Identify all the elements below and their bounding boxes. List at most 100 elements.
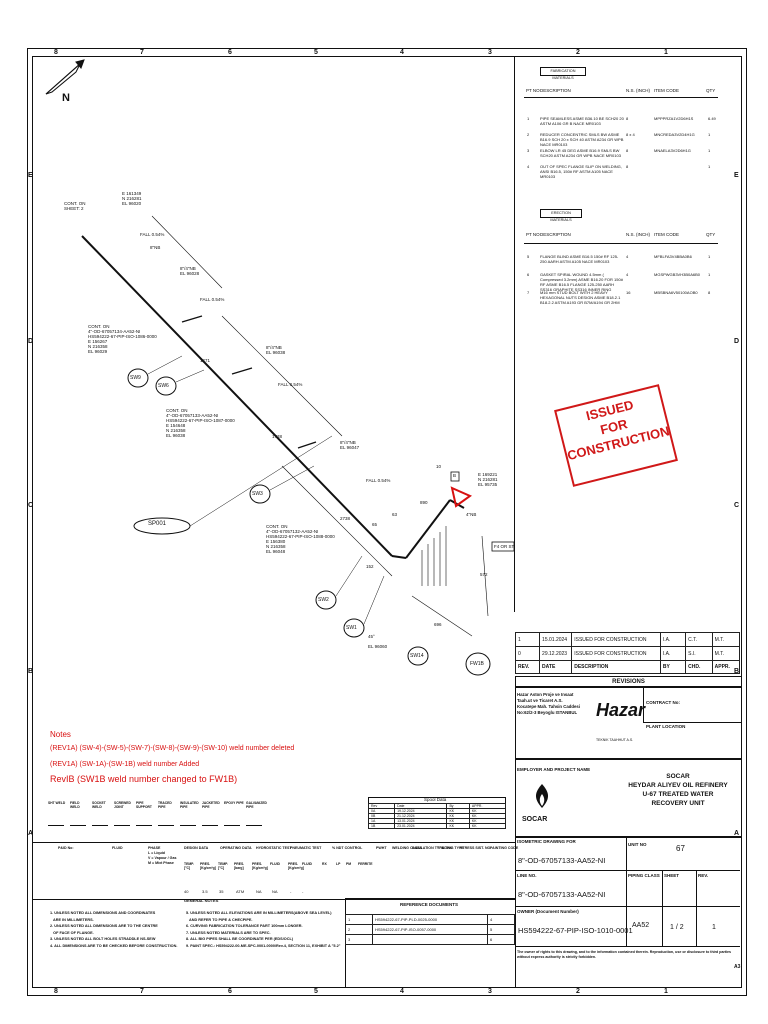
legend-symbol xyxy=(158,825,174,826)
weld-label: SW9 xyxy=(130,375,141,381)
material-cell: PIPE SEAMLESS ASME B36.10 BE SCH20 20 AS… xyxy=(540,116,624,126)
ruler-mark: C xyxy=(28,502,34,509)
process-subheader: FERRITE xyxy=(358,862,373,866)
coord-2: E 169221 N 216281 EL 95735 xyxy=(478,472,498,487)
ns-4: 8"/4"NB EL 96047 xyxy=(340,440,360,450)
legend-label: JACKETED PIPE xyxy=(202,801,220,809)
material-cell: 1 xyxy=(527,116,530,121)
elevation: EL 96060 xyxy=(368,644,388,649)
spool-cell: KK xyxy=(468,823,507,829)
process-subheader: PRES. [barg] xyxy=(234,862,245,870)
dimension: 890 xyxy=(420,500,428,505)
spool-cell: 23.01.2024 xyxy=(394,823,448,829)
spool-title: Spool Data xyxy=(424,797,447,802)
legend-label: INSULATED PIPE xyxy=(180,801,199,809)
ruler-mark: 4 xyxy=(400,49,404,56)
ruler-mark: 2 xyxy=(576,988,580,995)
revision-cell: I.A. xyxy=(659,632,687,647)
process-header: FLUID xyxy=(112,846,123,850)
reference-cell: 2 xyxy=(345,924,373,935)
ruler-mark: 8 xyxy=(54,49,58,56)
process-header: PHASE L = Liquid V = Vapour / Gas M = Mi… xyxy=(148,846,177,865)
material-cell: 4 xyxy=(626,272,629,277)
cont-on-2: CONT. ON 4"-OD-67057133-AA52-NI HS594222… xyxy=(166,408,235,438)
ns-1: 8"NB xyxy=(150,245,161,250)
revision-header: CHD. xyxy=(685,660,713,674)
owner-label: OWNER (Document Number) xyxy=(517,909,579,914)
revision-cell: ISSUED FOR CONSTRUCTION xyxy=(571,646,661,661)
material-cell: MNAELA3V2D6H1G xyxy=(654,148,691,153)
employer-line: HEYDAR ALIYEV OIL REFINERY xyxy=(628,782,728,789)
weld-label: FW1B xyxy=(470,661,484,667)
material-cell: GASKET SPIRAL WOUND 4.5mm ( Compressed 3… xyxy=(540,272,623,292)
legend-label: SHT WELD xyxy=(48,801,66,805)
sheet-size: A3 xyxy=(734,964,741,970)
reference-cell: 5 xyxy=(487,924,515,935)
process-value: - xyxy=(302,889,304,894)
revision-cell: 1 xyxy=(514,632,541,647)
socar-flame-icon xyxy=(527,782,557,812)
process-value: 3.5 xyxy=(202,889,208,894)
material-cell: MBSBNA6V50100AOB0 xyxy=(654,290,698,295)
ruler-mark: 5 xyxy=(314,49,318,56)
fab-header: FABRICATION MATERIALS xyxy=(540,67,586,80)
weld-label: SW1 xyxy=(346,625,357,631)
process-data-block xyxy=(32,842,515,900)
ruler-mark: D xyxy=(28,338,34,345)
fall-3: FALL 0.54% xyxy=(278,382,303,387)
material-cell: 1 xyxy=(708,272,711,277)
ruler-mark: 3 xyxy=(488,49,492,56)
ns-2: 8"/4"NB EL 96028 xyxy=(180,266,200,276)
fall-1: FALL 0.54% xyxy=(140,232,165,237)
spool-cell: 1B xyxy=(367,823,396,829)
reference-title: REFERENCE DOCUMENTS xyxy=(400,902,459,907)
material-cell: 8 xyxy=(626,164,629,169)
col-header: DESCRIPTION xyxy=(540,88,571,93)
ruler-mark: 7 xyxy=(140,988,144,995)
dimension: 696 xyxy=(434,622,442,627)
plant-location-label: PLANT LOCATION xyxy=(646,724,686,729)
process-header: HYDROSTATIC TEST xyxy=(256,846,292,850)
notes-title: Notes xyxy=(50,730,71,739)
revisions-title: REVISIONS xyxy=(515,676,742,688)
unit-number: 67 xyxy=(676,844,685,853)
revision-header: BY xyxy=(659,660,687,674)
ruler-mark: D xyxy=(734,338,740,345)
revision-cell: C.T. xyxy=(685,632,713,647)
legend-label: SCREWED JOINT xyxy=(114,801,131,809)
cont-on-sheet: CONT. ON SHEET: 2 xyxy=(64,201,86,211)
col-header: QTY xyxy=(706,88,716,93)
material-cell: 8 xyxy=(708,290,711,295)
unit-label: UNIT NO xyxy=(628,842,647,847)
process-header: STRESS SIST. NO. xyxy=(460,846,492,850)
contract-no-label: CONTRACT No: xyxy=(646,700,680,705)
material-cell: 2 xyxy=(527,132,530,137)
material-cell: OUT OF SPEC FLANGE SLIP ON WELDING, ANSI… xyxy=(540,164,622,179)
revision-cell: I.A. xyxy=(659,646,687,661)
process-header: WELDING CLASS xyxy=(392,846,423,850)
process-subheader: FLUID xyxy=(302,862,312,866)
material-cell: M16 mm STUD BOLT WITH 2 HEAVY HEXAGONAL … xyxy=(540,290,621,305)
rev-label: REV. xyxy=(698,873,709,878)
sheet-label: SHEET xyxy=(664,873,680,878)
material-cell: MGSPWGB3VH3B0A6B0 xyxy=(654,272,701,277)
process-subheader: FLUID xyxy=(270,862,280,866)
material-cell: MFBLFA3V4BBA0B6 xyxy=(654,254,692,259)
col-header: ITEM CODE xyxy=(654,232,680,237)
material-cell: 6.49 xyxy=(708,116,716,121)
legend-symbol xyxy=(180,825,196,826)
col-header: N.S. (INCH) xyxy=(626,88,650,93)
dimension: 572 xyxy=(480,572,488,577)
material-cell: 1 xyxy=(708,148,711,153)
process-subheader: PM xyxy=(346,862,352,866)
ruler-mark: 1 xyxy=(664,988,668,995)
note-2: (REV1A) (SW-1A)-(SW-1B) weld number Adde… xyxy=(50,761,200,768)
col-header: QTY xyxy=(706,232,716,237)
dimension: 2738 xyxy=(340,516,351,521)
legend-symbol xyxy=(92,825,108,826)
process-subheader: PRES. [Kg/cm²g] xyxy=(200,862,216,870)
process-value: NA xyxy=(272,889,278,894)
revision-cell: 29.12.2023 xyxy=(539,646,573,661)
note-3: RevIB (SW1B weld number changed to FW1B) xyxy=(50,774,238,784)
material-cell: 7 xyxy=(527,290,530,295)
